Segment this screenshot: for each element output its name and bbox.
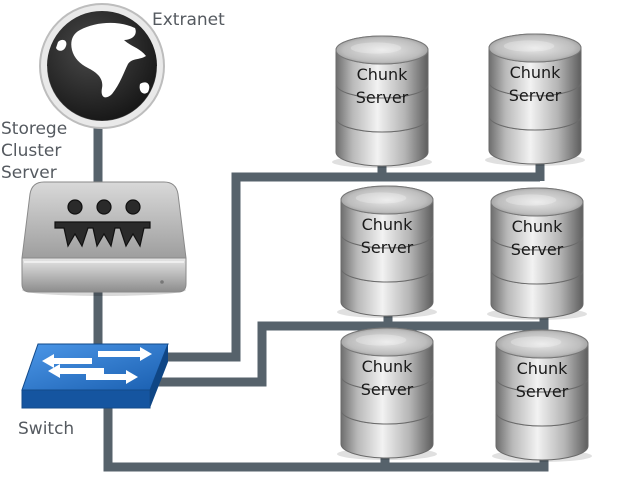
storage-cluster-server-label: Storege Cluster Server <box>1 118 67 184</box>
switch-label: Switch <box>18 419 75 439</box>
cable-switch-to-row-2 <box>158 321 544 387</box>
extranet-label: Extranet <box>152 10 225 30</box>
cable-switch-to-row-1 <box>168 172 540 362</box>
chunk-server-label-line-2: Server <box>361 238 414 257</box>
chunk-server-label-line-1: Chunk <box>362 357 414 376</box>
chunk-server-label-line-2: Server <box>356 88 409 107</box>
switch-arrows-icon <box>42 347 152 384</box>
chunk-server-label-line-2: Server <box>361 380 414 399</box>
chunk-server-label-line-2: Server <box>516 382 569 401</box>
globe-icon <box>39 3 165 129</box>
chunk-server-label-line-1: Chunk <box>357 65 409 84</box>
storage-label-line-1: Storege <box>1 119 68 139</box>
chunk-servers-group: ChunkServerChunkServerChunkServerChunkSe… <box>332 33 592 462</box>
storage-label-line-3: Server <box>1 163 57 183</box>
chunk-server-label-line-1: Chunk <box>362 215 414 234</box>
storage-cluster-server[interactable] <box>21 181 187 296</box>
chunk-server-label-line-2: Server <box>509 86 562 105</box>
storage-label-line-2: Cluster <box>1 141 62 161</box>
chunk-server-label-line-2: Server <box>511 240 564 259</box>
chunk-server-label-line-1: Chunk <box>512 217 564 236</box>
network-switch[interactable] <box>21 343 169 409</box>
chunk-server-label-line-1: Chunk <box>510 63 562 82</box>
network-people-icon <box>54 199 151 248</box>
chunk-server-label-line-1: Chunk <box>517 359 569 378</box>
cable-switch-to-row-3 <box>103 400 549 472</box>
